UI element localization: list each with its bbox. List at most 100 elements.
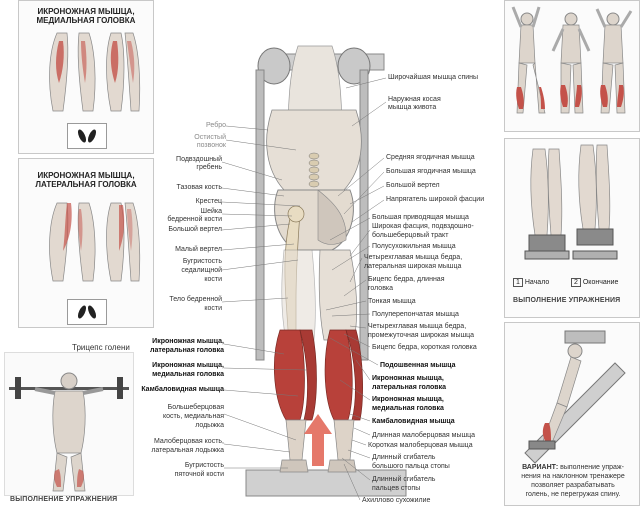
medial-calves-illustration <box>49 32 141 112</box>
label-femur-body-1: Тело бедренной <box>169 296 222 303</box>
label-tibia-2: кость, медиальная <box>163 413 224 420</box>
label-tibia-1: Большеберцовая <box>167 404 224 411</box>
panel-lateral-title-line2: ЛАТЕРАЛЬНАЯ ГОЛОВКА <box>35 180 137 189</box>
panel-medial-title: ИКРОНОЖНАЯ МЫШЦА, МЕДИАЛЬНАЯ ГОЛОВКА <box>19 7 153 25</box>
label-fdl-1: Длинный сгибатель <box>372 476 436 483</box>
calf-raise-steps-illustration <box>524 144 618 260</box>
label-ischial-1: Бугристость <box>182 258 222 265</box>
step-start-number: 1 <box>513 278 523 287</box>
label-soleus-r: Камбаловидная мышца <box>372 418 455 425</box>
step-start-label: Начало <box>524 279 550 286</box>
panel-lateral-head: ИКРОНОЖНАЯ МЫШЦА, ЛАТЕРАЛЬНАЯ ГОЛОВКА <box>18 158 154 328</box>
step-end: 2 Окончание <box>571 278 619 287</box>
foot-position-box-medial <box>67 123 107 149</box>
step-end-number: 2 <box>571 278 581 287</box>
label-iliac-1: Подвздошный <box>176 156 222 163</box>
label-oblique-1: Наружная косая <box>388 96 441 103</box>
panel-lateral-title-line1: ИКРОНОЖНАЯ МЫШЦА, <box>37 171 135 180</box>
barbell-figure <box>9 372 129 492</box>
label-fascia-lata-1: Широкая фасция, подвздошно- <box>372 223 474 230</box>
panel-lateral-title: ИКРОНОЖНАЯ МЫШЦА, ЛАТЕРАЛЬНАЯ ГОЛОВКА <box>19 171 153 189</box>
label-ischial-2: седалищной <box>181 267 222 274</box>
panel-stretch-figures <box>504 0 640 132</box>
label-vastus-lateralis-2: латеральная широкая мышца <box>364 263 462 270</box>
label-ischial-3: кости <box>204 276 222 283</box>
label-peroneus-longus: Длинная малоберцовая мышца <box>372 432 476 439</box>
label-tibia-3: лодыжка <box>195 422 224 429</box>
label-gastro-lateral-1: Икроножная мышца, <box>152 338 224 345</box>
foot-position-box-lateral <box>67 299 107 325</box>
label-vastus-lateralis-1: Четырехглавая мышца бедра, <box>364 254 463 261</box>
label-gastro-medial-r-1: Икроножная мышца, <box>372 396 444 403</box>
feet-icon <box>77 305 97 319</box>
step-start: 1 Начало <box>513 278 550 287</box>
label-calcaneus-1: Бугристость <box>184 462 224 469</box>
label-fibula-1: Малоберцовая кость, <box>154 438 224 445</box>
label-gastro-lateral-r-2: латеральная головка <box>372 384 446 391</box>
label-gastro-medial-r-2: медиальная головка <box>372 405 444 412</box>
label-fhl-2: большого пальца стопы <box>372 463 450 470</box>
label-calcaneus-2: пяточной кости <box>174 471 224 478</box>
right-exercise-caption: ВЫПОЛНЕНИЕ УПРАЖНЕНИЯ <box>513 297 621 304</box>
label-semimembranosus: Полуперепончатая мышца <box>372 311 459 318</box>
label-gastro-lateral-2: латеральная головка <box>150 347 224 354</box>
variant-text-4: голень, не перегружая спину. <box>525 491 621 498</box>
variant-text: ВАРИАНТ: выполнение упраж- нения на накл… <box>511 463 635 499</box>
label-vastus-intermedius-2: промежуточная широкая мышца <box>368 332 474 339</box>
label-peroneus-brevis: Короткая малоберцовая мышца <box>368 442 473 449</box>
label-fhl-1: Длинный сгибатель <box>372 454 436 461</box>
label-lesser-trochanter: Малый вертел <box>175 246 222 253</box>
label-femur-neck-2: бедренной кости <box>167 216 222 223</box>
label-adductor-magnus: Большая приводящая мышца <box>372 214 469 221</box>
label-soleus: Камбаловидная мышца <box>141 386 224 393</box>
label-gastro-medial-1: Икроножная мышца, <box>152 362 224 369</box>
left-exercise-caption: ВЫПОЛНЕНИЕ УПРАЖНЕНИЯ <box>10 496 118 503</box>
label-gastro-lateral-r-1: Икроножная мышца, <box>372 375 444 382</box>
label-iliac-2: гребень <box>196 164 222 171</box>
panel-exercise-left <box>4 352 134 496</box>
lateral-calves-illustration <box>49 202 141 282</box>
panel-medial-title-line2: МЕДИАЛЬНАЯ ГОЛОВКА <box>36 16 136 25</box>
label-greater-trochanter: Большой вертел <box>168 226 222 233</box>
label-biceps-short: Бицепс бедра, короткая головка <box>372 344 477 351</box>
panel-medial-head: ИКРОНОЖНАЯ МЫШЦА, МЕДИАЛЬНАЯ ГОЛОВКА <box>18 0 154 154</box>
panel-variant: ВАРИАНТ: выполнение упраж- нения на накл… <box>504 322 640 506</box>
label-spinous-1: Остистый <box>194 134 226 141</box>
incline-machine-illustration <box>524 330 626 464</box>
label-biceps-long-2: головка <box>368 285 394 292</box>
label-gluteus-maximus: Большая ягодичная мышца <box>386 168 476 175</box>
label-femur-neck-1: Шейка <box>200 208 222 215</box>
label-gracilis: Тонкая мышца <box>368 298 416 305</box>
label-plantaris: Подошвенная мышца <box>380 362 456 369</box>
label-sacrum: Крестец <box>195 198 222 205</box>
label-femur-body-2: кости <box>204 305 222 312</box>
label-latissimus: Широчайшая мышца спины <box>388 74 479 81</box>
stretch-figures-illustration <box>511 6 633 114</box>
label-rib: Ребро <box>206 122 226 129</box>
label-pelvis: Тазовая кость <box>176 184 222 191</box>
triceps-label: Трицепс голени <box>72 343 130 352</box>
label-gastro-medial-2: медиальная головка <box>152 371 224 378</box>
label-tensor-fascia: Напрягатель широкой фасции <box>386 196 485 203</box>
label-semitendinosus: Полусухожильная мышца <box>372 243 456 250</box>
label-achilles: Ахиллово сухожилие <box>362 497 431 504</box>
variant-text-2: нения на наклонном тренажере <box>521 473 625 480</box>
label-fascia-lata-2: большеберцовый тракт <box>372 232 449 239</box>
feet-icon <box>77 129 97 143</box>
label-greater-trochanter-r: Большой вертел <box>386 182 440 189</box>
variant-text-3: позволяет разрабатывать <box>531 482 615 489</box>
label-oblique-2: мышца живота <box>388 104 437 111</box>
panel-medial-title-line1: ИКРОНОЖНАЯ МЫШЦА, <box>37 7 135 16</box>
panel-exercise-steps: 1 Начало 2 Окончание ВЫПОЛНЕНИЕ УПРАЖНЕН… <box>504 138 640 318</box>
step-end-label: Окончание <box>582 279 619 286</box>
label-fdl-2: пальцев стопы <box>372 485 421 492</box>
label-spinous-2: позвонок <box>196 142 226 149</box>
label-gluteus-medius: Средняя ягодичная мышца <box>386 154 475 161</box>
variant-lead: ВАРИАНТ: <box>522 464 559 471</box>
variant-text-1: выполнение упраж- <box>560 464 624 471</box>
label-fibula-2: латеральная лодыжка <box>151 447 224 454</box>
label-vastus-intermedius-1: Четырехглавая мышца бедра, <box>368 323 467 330</box>
label-biceps-long-1: Бицепс бедра, длинная <box>368 276 445 283</box>
